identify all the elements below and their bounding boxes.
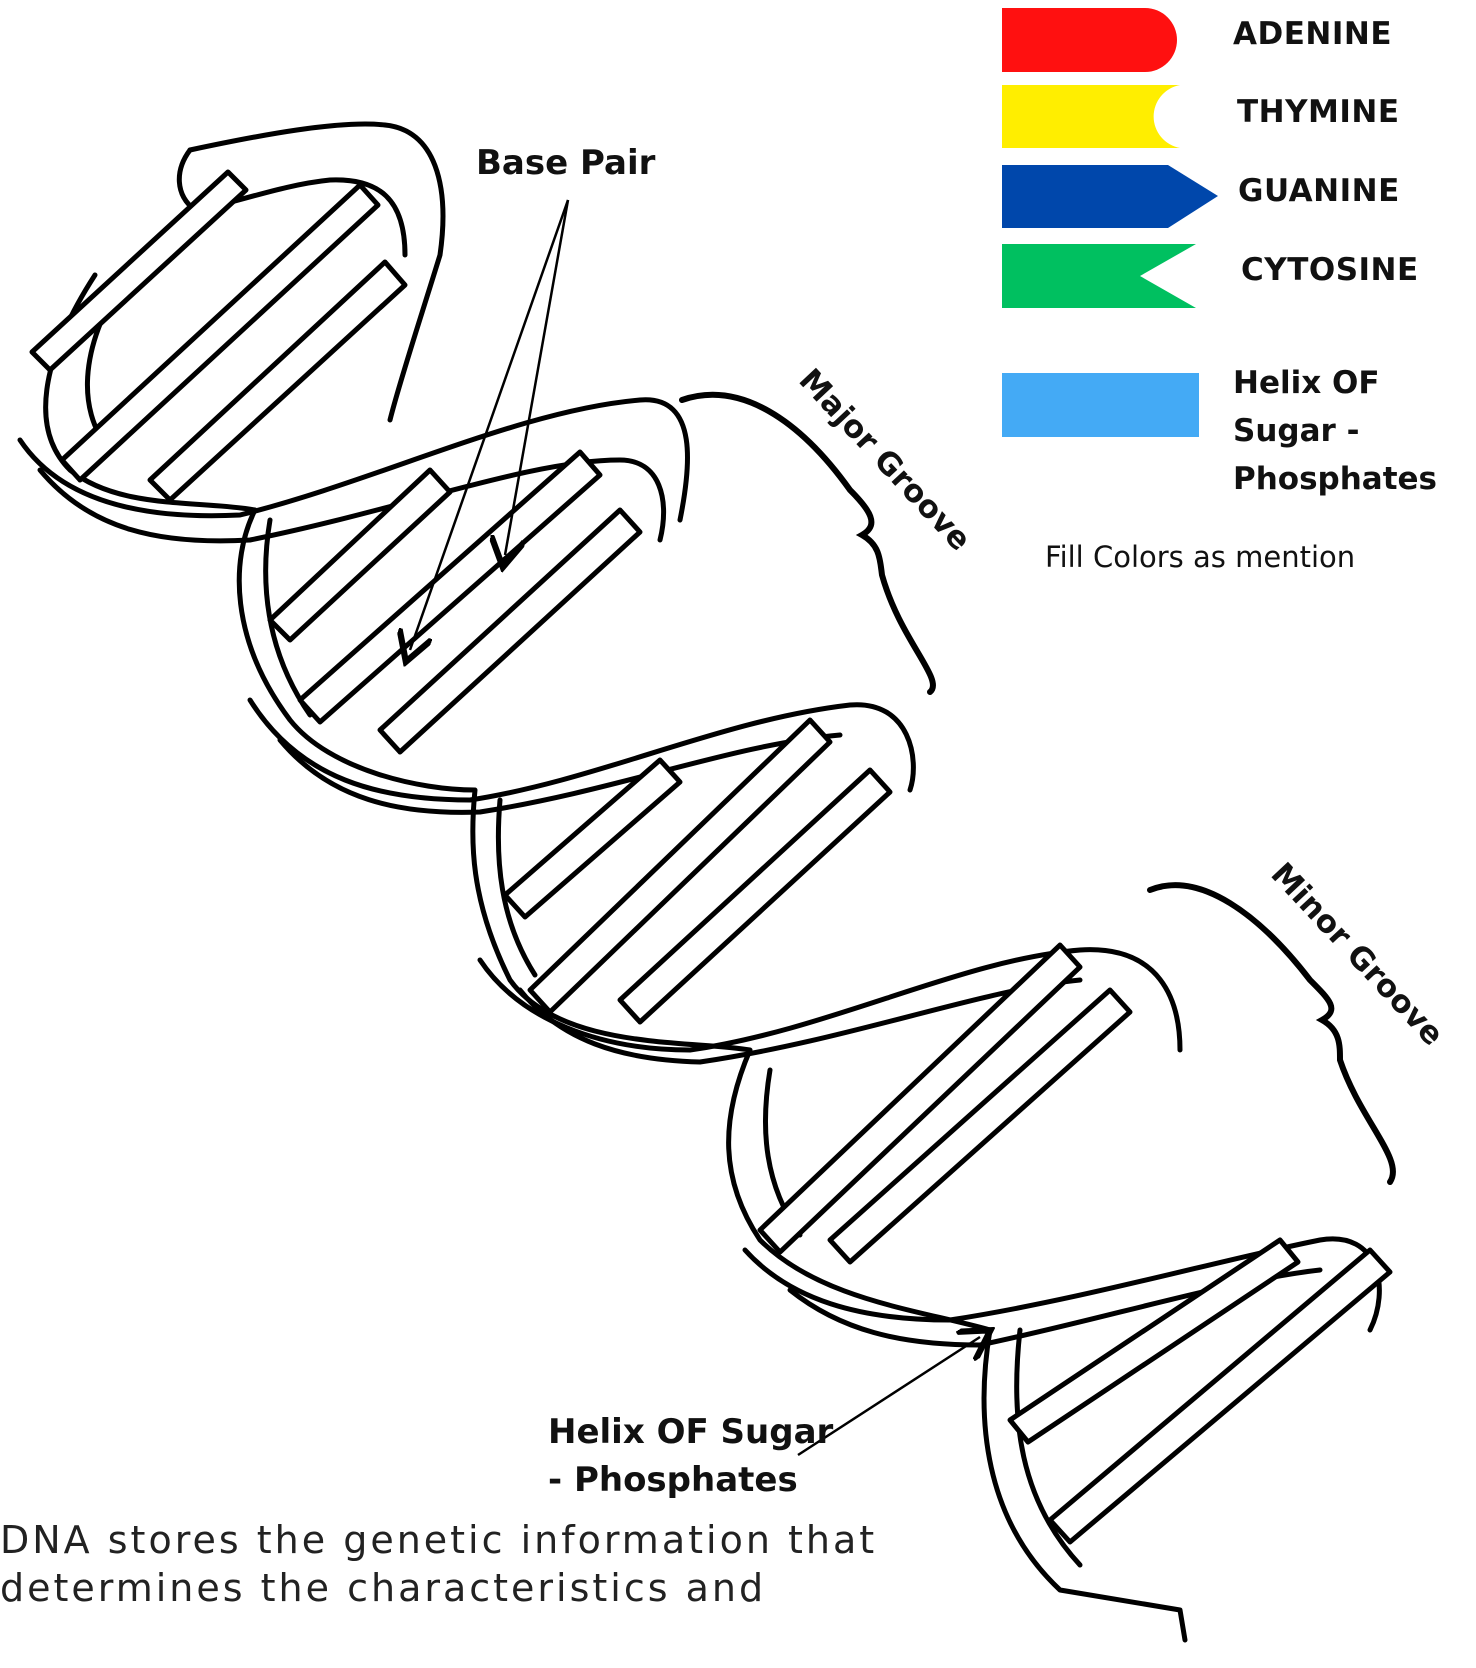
guanine-swatch xyxy=(1002,165,1218,228)
adenine-swatch xyxy=(1002,8,1177,72)
legend-label-helix: Helix OF Sugar - Phosphates xyxy=(1233,359,1463,503)
thymine-swatch xyxy=(1002,85,1180,148)
major-groove-brace xyxy=(682,395,933,692)
base-pair-label: Base Pair xyxy=(476,143,655,183)
legend-label-thymine: THYMINE xyxy=(1237,94,1400,130)
helix-label-line1: Helix OF Sugar xyxy=(548,1412,833,1452)
helix-label-line2: - Phosphates xyxy=(548,1460,798,1500)
legend-label-guanine: GUANINE xyxy=(1238,173,1400,209)
base-pair-rod xyxy=(1010,1240,1298,1442)
legend-label-adenine: ADENINE xyxy=(1233,16,1392,52)
caption-text: DNA stores the genetic information that … xyxy=(0,1516,900,1612)
legend-instruction: Fill Colors as mention xyxy=(1045,540,1355,574)
helix-swatch xyxy=(1002,373,1199,437)
legend-label-cytosine: CYTOSINE xyxy=(1241,252,1419,288)
legend-swatches xyxy=(1002,8,1218,437)
front-ribbon-1 xyxy=(190,124,443,420)
cytosine-swatch xyxy=(1002,244,1196,308)
